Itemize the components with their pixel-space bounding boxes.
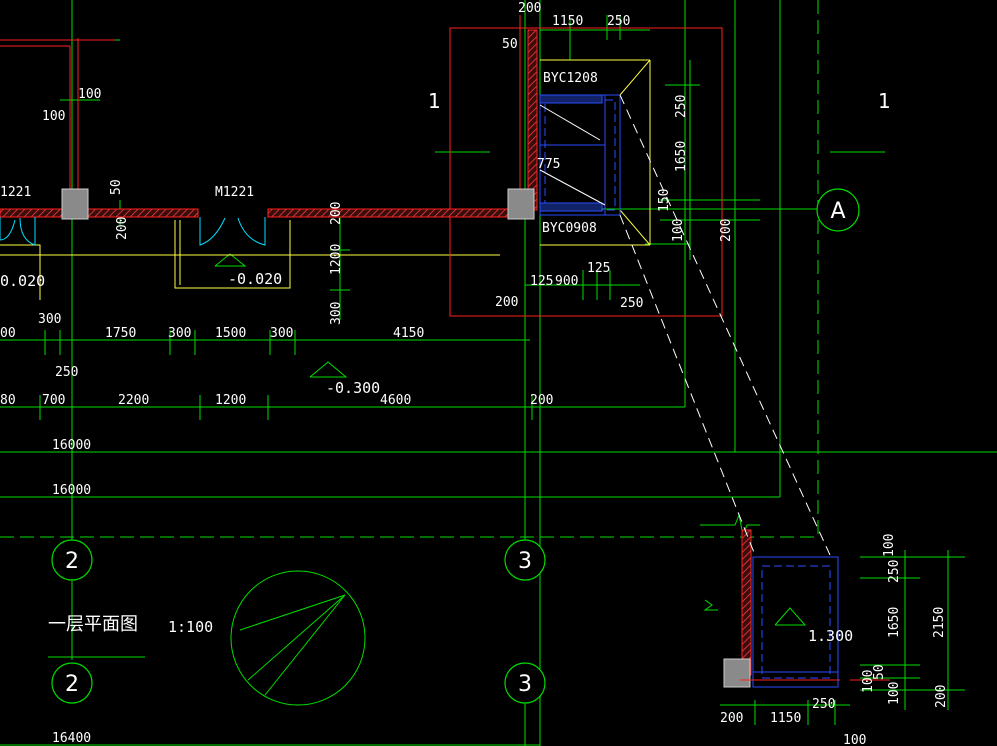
dimension-text: 300 <box>38 312 61 327</box>
dimension-text: 1150 <box>770 711 801 726</box>
dimension-text: 775 <box>537 157 560 172</box>
dimension-text: 200 <box>934 685 949 708</box>
dimension-text: 50 <box>872 664 887 680</box>
axis-bubble-A <box>816 188 860 232</box>
axis-label-2-top: 2 <box>65 549 79 574</box>
windows <box>539 94 840 688</box>
dimension-text: 200 <box>530 393 553 408</box>
dimension-text: 150 <box>657 189 672 212</box>
column <box>507 188 535 220</box>
north-arrow-circle <box>230 570 366 706</box>
dimension-text: 250 <box>887 560 902 583</box>
axis-bubble-2-bottom <box>51 662 93 704</box>
drawing-title: 一层平面图 <box>48 614 138 635</box>
dimension-text: 200 <box>518 1 541 16</box>
dimension-text: 200 <box>329 202 344 225</box>
dimension-text: 250 <box>55 365 78 380</box>
dimension-text: 300 <box>168 326 191 341</box>
dimension-text: 300 <box>329 302 344 325</box>
columns <box>61 188 751 688</box>
dimension-text: 1200 <box>329 244 344 275</box>
dimension-text: 250 <box>620 296 643 311</box>
dimension-text: 100 <box>861 670 876 693</box>
window-frame <box>539 94 621 216</box>
dimension-text: 2150 <box>932 607 947 638</box>
drawing-scale: 1:100 <box>168 618 213 636</box>
dimension-text: 16000 <box>52 438 91 453</box>
red-lines <box>0 15 890 681</box>
dimension-text: 16000 <box>52 483 91 498</box>
dimension-text: 1150 <box>552 14 583 29</box>
dimension-text: 1200 <box>215 393 246 408</box>
dimension-text: 100 <box>887 682 902 705</box>
dimension-text: 4150 <box>393 326 424 341</box>
dimension-text: 80 <box>0 393 16 408</box>
projection-lines <box>539 94 831 556</box>
elevations: -0.020 0.020 -0.300 1.300 <box>0 270 853 645</box>
axis-label-3-bottom: 3 <box>518 672 532 697</box>
elevation-mark: 1.300 <box>808 627 853 645</box>
dimension-text: 1650 <box>674 141 689 172</box>
dimension-text: 250 <box>674 95 689 118</box>
dimension-text: 125 <box>587 261 610 276</box>
elevation-mark: -0.300 <box>326 379 380 397</box>
dimension-text: 2200 <box>118 393 149 408</box>
axis-label-A: A <box>830 199 845 224</box>
dimension-text: 125 <box>530 274 553 289</box>
dimension-text: 00 <box>0 326 16 341</box>
dimension-text: 250 <box>812 697 835 712</box>
dimension-text: 700 <box>42 393 65 408</box>
dimension-text: 1650 <box>887 607 902 638</box>
dimension-text: 100 <box>671 219 686 242</box>
dimension-text: 50 <box>502 37 518 52</box>
dimension-text: 900 <box>555 274 578 289</box>
detail-window-frame <box>752 556 839 688</box>
dimension-text: 1500 <box>215 326 246 341</box>
window-label-1: BYC1208 <box>543 71 598 86</box>
dimension-text: 100 <box>78 87 101 102</box>
axis-bubble-2-top <box>51 539 93 581</box>
dimension-text: 4600 <box>380 393 411 408</box>
dimension-text: 200 <box>115 217 130 240</box>
elevation-mark: -0.020 <box>228 270 282 288</box>
door-label-2: 1221 <box>0 185 31 200</box>
dimensions: 200 1150 250 50 100 100 50 200 200 1200 … <box>0 1 949 746</box>
axis-labels: A 2 3 2 3 <box>65 199 846 697</box>
column <box>723 658 751 688</box>
dimension-text: 300 <box>270 326 293 341</box>
dimension-text: 50 <box>109 179 124 195</box>
dimension-text: 200 <box>720 711 743 726</box>
column <box>61 188 89 220</box>
dimension-text: 250 <box>607 14 630 29</box>
dimension-text: 1750 <box>105 326 136 341</box>
detail-callout-box <box>449 27 723 317</box>
dimension-text: 16400 <box>52 731 91 746</box>
axis-label-2-bottom: 2 <box>65 672 79 697</box>
labels: BYC1208 BYC0908 M1221 1221 1 1 <box>0 71 891 236</box>
dimension-text: 100 <box>882 534 897 557</box>
section-mark-right: 1 <box>878 89 891 113</box>
door-label-1: M1221 <box>215 185 254 200</box>
axis-label-3-top: 3 <box>518 549 532 574</box>
yellow-lines <box>0 59 651 300</box>
door-swings <box>0 217 266 246</box>
section-mark-left: 1 <box>428 89 441 113</box>
axis-bubbles <box>51 188 860 704</box>
dimension-text: 200 <box>495 295 518 310</box>
window-label-2: BYC0908 <box>542 221 597 236</box>
elevation-mark: 0.020 <box>0 272 45 290</box>
axis-bubble-3-bottom <box>504 662 546 704</box>
dimension-text: 200 <box>719 219 734 242</box>
hatched-walls <box>0 29 752 676</box>
dimension-text: 100 <box>843 733 866 746</box>
axis-bubble-3-top <box>504 539 546 581</box>
dimension-text: 100 <box>42 109 65 124</box>
